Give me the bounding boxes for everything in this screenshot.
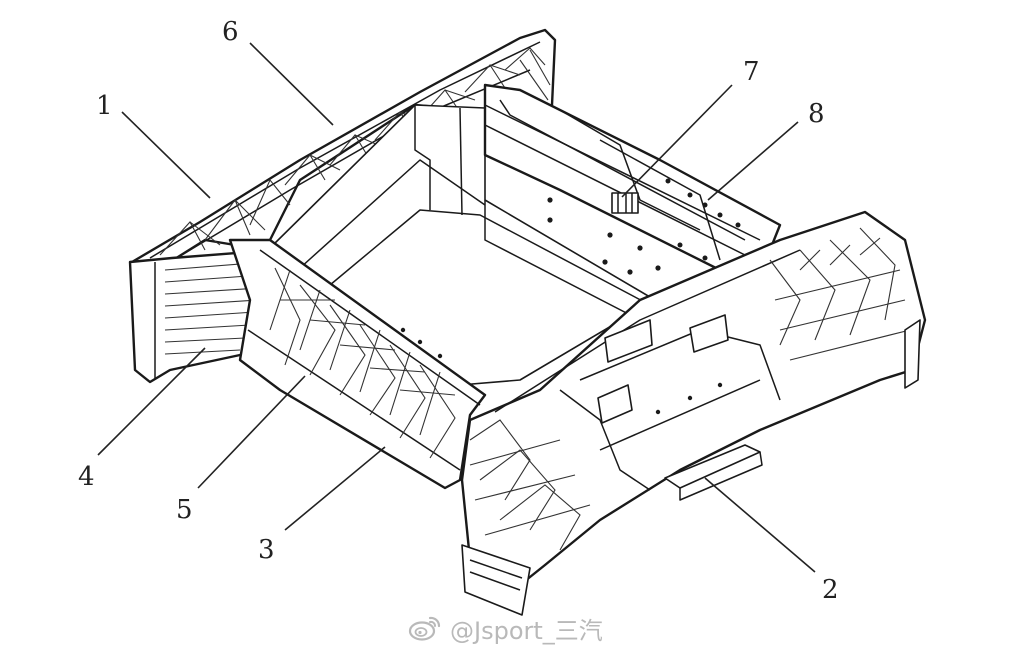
leader-lines xyxy=(97,42,816,573)
leader-2 xyxy=(704,477,816,573)
callout-3: 3 xyxy=(258,535,275,565)
floor-holes xyxy=(547,197,661,275)
weibo-logo-icon xyxy=(408,616,441,641)
leader-7 xyxy=(621,84,733,198)
callout-1: 1 xyxy=(96,91,113,121)
front-lattice-beam xyxy=(228,238,487,490)
callout-5: 5 xyxy=(176,495,193,525)
rear-crossbeam xyxy=(130,28,557,264)
leader-8 xyxy=(707,121,799,201)
callout-7: 7 xyxy=(743,57,760,87)
callout-6: 6 xyxy=(222,17,239,47)
callout-2: 2 xyxy=(822,575,839,605)
front-right-beam xyxy=(460,210,927,587)
callout-labels: 1 2 3 4 5 6 7 8 xyxy=(78,17,839,605)
leader-3 xyxy=(284,446,386,531)
watermark-text: @Jsport_三汽 xyxy=(450,616,603,645)
leader-6 xyxy=(249,42,334,126)
callout-4: 4 xyxy=(78,462,95,492)
leader-1 xyxy=(121,111,211,199)
leader-5 xyxy=(197,375,306,489)
leader-4 xyxy=(97,347,206,456)
watermark: @Jsport_三汽 xyxy=(408,613,603,645)
mounting-bracket xyxy=(461,544,531,616)
callout-8: 8 xyxy=(808,99,825,129)
